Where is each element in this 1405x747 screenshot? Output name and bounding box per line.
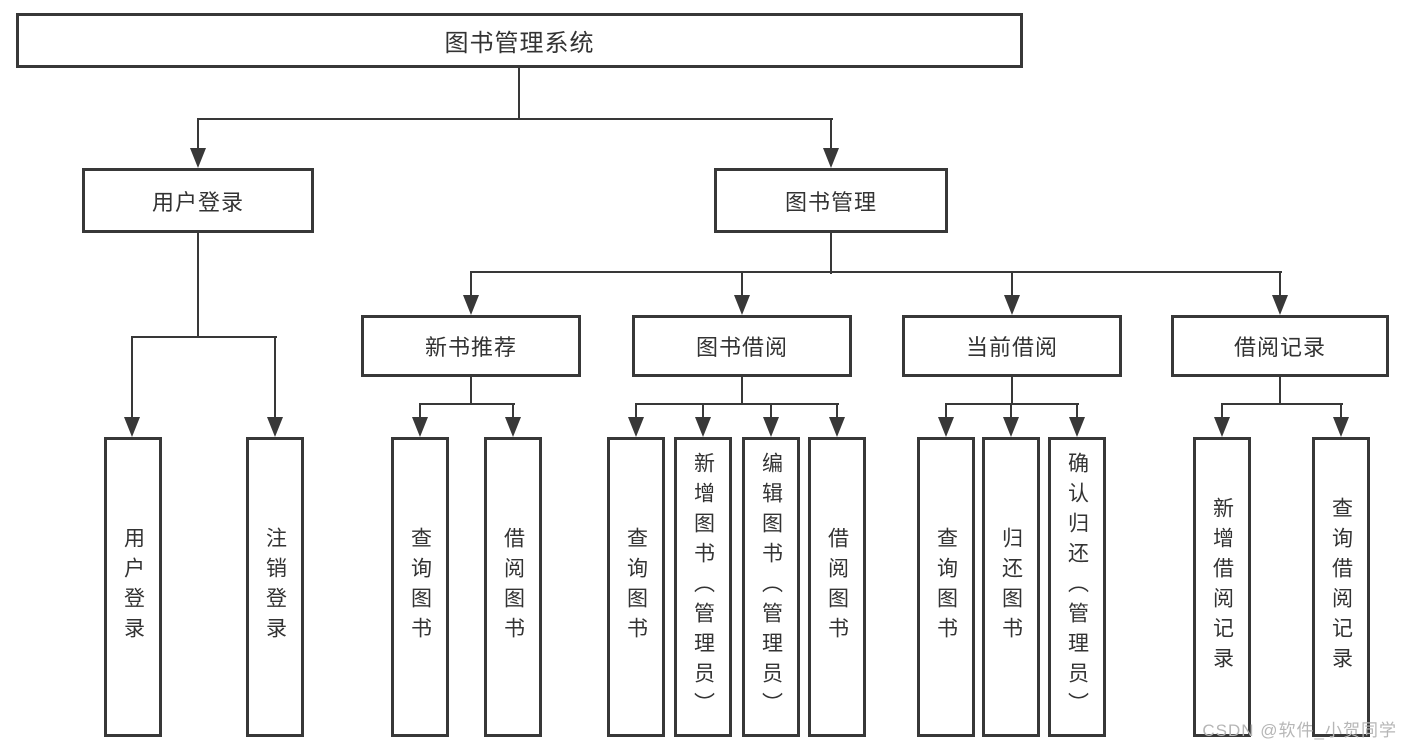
connector-stem-logout xyxy=(274,336,276,418)
arrowhead-down xyxy=(1004,295,1020,315)
arrowhead-down xyxy=(628,417,644,437)
node-current-query-book: 查询图书 xyxy=(917,437,975,737)
node-borrow-borrow-book: 借阅图书 xyxy=(808,437,866,737)
arrowhead-down xyxy=(412,417,428,437)
connector-root-drop xyxy=(518,68,520,119)
connector-stem-book-borrow xyxy=(741,271,743,297)
arrowhead-down xyxy=(505,417,521,437)
node-borrow-add-book-admin-label: 新增图书（管理员） xyxy=(691,452,715,722)
arrowhead-down xyxy=(823,148,839,168)
node-book-borrow-label: 图书借阅 xyxy=(695,335,788,360)
node-borrow-add-book-admin: 新增图书（管理员） xyxy=(674,437,732,737)
connector-stem-login xyxy=(131,336,133,418)
connector-g2-rail xyxy=(635,403,839,405)
connector-g1-drop xyxy=(470,377,472,405)
csdn-watermark: CSDN @软件_小贺同学 xyxy=(1202,721,1397,740)
connector-g1-stem1 xyxy=(419,403,421,419)
connector-stem-book-mgmt xyxy=(830,118,832,150)
arrowhead-down xyxy=(1069,417,1085,437)
connector-g2-drop xyxy=(741,377,743,405)
node-current-query-book-label: 查询图书 xyxy=(934,527,958,647)
node-borrow-query-book-label: 查询图书 xyxy=(624,527,648,647)
node-current-confirm-return-admin-label: 确认归还（管理员） xyxy=(1065,452,1089,722)
node-user-login: 用户登录 xyxy=(82,168,314,233)
connector-g3-stem2 xyxy=(1010,403,1012,419)
connector-stem-user-login xyxy=(197,118,199,150)
connector-user-login-drop xyxy=(197,233,199,338)
node-borrow-records: 借阅记录 xyxy=(1171,315,1389,377)
connector-book-mgmt-drop xyxy=(830,233,832,274)
connector-g2-stem3 xyxy=(770,403,772,419)
connector-g1-stem2 xyxy=(512,403,514,419)
node-borrow-records-label: 借阅记录 xyxy=(1233,335,1326,360)
node-current-return-book: 归还图书 xyxy=(982,437,1040,737)
connector-g2-stem4 xyxy=(836,403,838,419)
node-records-add-record-label: 新增借阅记录 xyxy=(1210,497,1234,677)
connector-g3-rail xyxy=(945,403,1079,405)
arrowhead-down xyxy=(734,295,750,315)
node-rec-query-book: 查询图书 xyxy=(391,437,449,737)
node-records-add-record: 新增借阅记录 xyxy=(1193,437,1251,737)
node-current-borrow: 当前借阅 xyxy=(902,315,1122,377)
node-current-return-book-label: 归还图书 xyxy=(999,527,1023,647)
arrowhead-down xyxy=(1003,417,1019,437)
arrowhead-down xyxy=(763,417,779,437)
arrowhead-down xyxy=(1214,417,1230,437)
connector-level2-rail xyxy=(470,271,1282,273)
connector-g2-stem2 xyxy=(702,403,704,419)
node-logout-label: 注销登录 xyxy=(263,527,287,647)
connector-stem-current-borrow xyxy=(1011,271,1013,297)
connector-g4-stem1 xyxy=(1221,403,1223,419)
connector-stem-borrow-records xyxy=(1279,271,1281,297)
arrowhead-down xyxy=(1272,295,1288,315)
node-book-mgmt-label: 图书管理 xyxy=(784,189,877,215)
node-book-mgmt: 图书管理 xyxy=(714,168,948,233)
connector-g1-rail xyxy=(419,403,515,405)
connector-g3-drop xyxy=(1011,377,1013,405)
node-records-query-record-label: 查询借阅记录 xyxy=(1329,497,1353,677)
node-new-book-rec: 新书推荐 xyxy=(361,315,581,377)
arrowhead-down xyxy=(829,417,845,437)
arrowhead-down xyxy=(124,417,140,437)
node-user-login-label: 用户登录 xyxy=(151,189,244,215)
node-rec-borrow-book: 借阅图书 xyxy=(484,437,542,737)
connector-g3-stem1 xyxy=(945,403,947,419)
arrowhead-down xyxy=(695,417,711,437)
node-borrow-query-book: 查询图书 xyxy=(607,437,665,737)
node-rec-borrow-book-label: 借阅图书 xyxy=(501,527,525,647)
node-current-confirm-return-admin: 确认归还（管理员） xyxy=(1048,437,1106,737)
connector-g4-rail xyxy=(1221,403,1343,405)
node-book-borrow: 图书借阅 xyxy=(632,315,852,377)
arrowhead-down xyxy=(267,417,283,437)
node-current-borrow-label: 当前借阅 xyxy=(965,335,1058,360)
connector-g4-drop xyxy=(1279,377,1281,405)
connector-user-login-rail xyxy=(131,336,277,338)
node-records-query-record: 查询借阅记录 xyxy=(1312,437,1370,737)
node-root-label: 图书管理系统 xyxy=(444,30,595,57)
node-logout: 注销登录 xyxy=(246,437,304,737)
arrowhead-down xyxy=(1333,417,1349,437)
arrowhead-down xyxy=(938,417,954,437)
connector-level1-rail xyxy=(197,118,833,120)
connector-stem-new-book-rec xyxy=(470,271,472,297)
node-root: 图书管理系统 xyxy=(16,13,1023,68)
connector-g3-stem3 xyxy=(1076,403,1078,419)
node-login-label: 用户登录 xyxy=(121,527,145,647)
node-rec-query-book-label: 查询图书 xyxy=(408,527,432,647)
arrowhead-down xyxy=(463,295,479,315)
arrowhead-down xyxy=(190,148,206,168)
connector-g4-stem2 xyxy=(1340,403,1342,419)
node-new-book-rec-label: 新书推荐 xyxy=(424,335,517,360)
connector-g2-stem1 xyxy=(635,403,637,419)
node-borrow-edit-book-admin-label: 编辑图书（管理员） xyxy=(759,452,783,722)
node-login: 用户登录 xyxy=(104,437,162,737)
node-borrow-edit-book-admin: 编辑图书（管理员） xyxy=(742,437,800,737)
node-borrow-borrow-book-label: 借阅图书 xyxy=(825,527,849,647)
